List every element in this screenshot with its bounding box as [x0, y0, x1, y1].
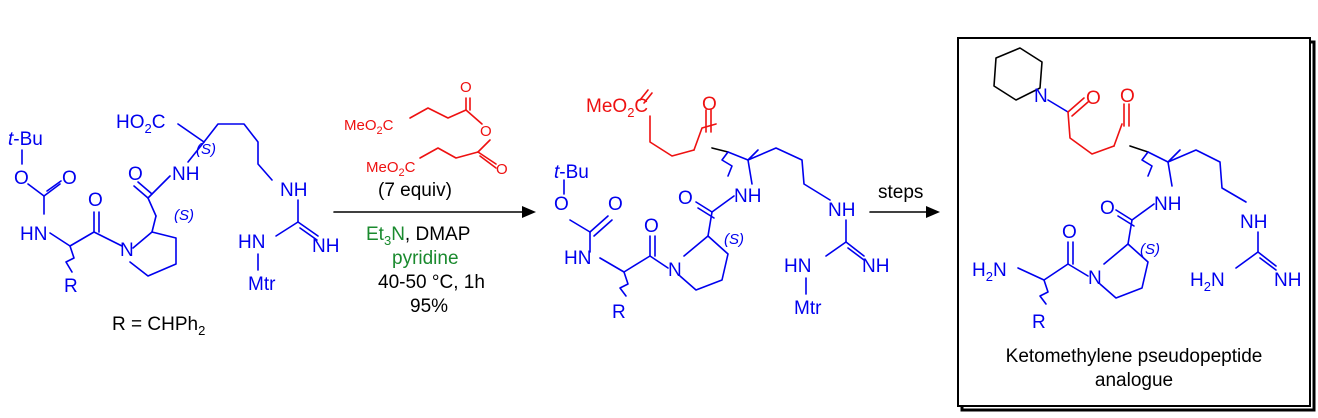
- label-amide-o2: O: [128, 164, 143, 185]
- label-carbonyl-o: O: [62, 168, 77, 189]
- p-mtr: Mtr: [794, 298, 822, 319]
- a-guan-nh2: NH: [1274, 270, 1301, 291]
- reagent-equiv: (7 equiv): [378, 180, 452, 201]
- product: MeO2C O NH NH HN Mtr NH O (S) N O R H: [554, 89, 889, 323]
- p-hn: HN: [564, 248, 591, 269]
- p-ketone-o: O: [702, 94, 717, 115]
- stereo-s1: (S): [174, 207, 194, 224]
- p-amide-o2: O: [644, 216, 659, 237]
- label-mtr: Mtr: [248, 274, 276, 295]
- p-guan-nh: NH: [828, 200, 855, 221]
- analogue-box: N O O NH NH H2N NH O (S) N O R H2N: [957, 37, 1316, 412]
- p-ester-o: O: [554, 194, 569, 215]
- a-stereo-s: (S): [1140, 241, 1160, 258]
- label-guan-nh: NH: [280, 180, 307, 201]
- label-guan-nh2: NH: [312, 236, 339, 257]
- p-carbonyl-o: O: [608, 194, 623, 215]
- p-r: R: [612, 302, 626, 323]
- a-amide-o2: O: [1062, 222, 1077, 243]
- a-pro-n: N: [1088, 268, 1102, 289]
- label-amide-nh: NH: [172, 164, 199, 185]
- reagent-solvent: pyridine: [392, 248, 459, 269]
- starting-material: t-Bu O O HN R O N (S) O NH (S) HO2C NH N…: [8, 112, 339, 338]
- stereo-s2: (S): [196, 141, 216, 158]
- box-caption-line1: Ketomethylene pseudopeptide: [1006, 346, 1263, 367]
- p-meo2c: MeO2C: [586, 96, 648, 120]
- a-amide-o: O: [1100, 198, 1115, 219]
- anhydride-reagent: O MeO2C O O MeO2C: [344, 79, 508, 179]
- anhydride-o-bridge: O: [480, 123, 492, 140]
- reaction-arrow-1: (7 equiv) Et3N, DMAP pyridine 40-50 °C, …: [333, 180, 536, 317]
- arrow2-label: steps: [878, 182, 923, 203]
- p-amide-nh: NH: [734, 186, 761, 207]
- label-tbu: t-Bu: [8, 129, 43, 150]
- a-o2: O: [1120, 86, 1135, 107]
- a-r: R: [1032, 312, 1046, 333]
- reagent-conditions: 40-50 °C, 1h: [378, 272, 485, 293]
- anhydride-meo2c-top: MeO2C: [344, 117, 394, 137]
- label-pro-n: N: [120, 240, 134, 261]
- p-guan-hn: HN: [784, 256, 811, 277]
- p-amide-o: O: [678, 188, 693, 209]
- p-guan-nh2: NH: [862, 256, 889, 277]
- a-pip-n: N: [1034, 86, 1048, 107]
- anhydride-o-top: O: [460, 79, 472, 96]
- p-stereo-s: (S): [724, 231, 744, 248]
- a-o1: O: [1086, 88, 1101, 109]
- reaction-arrow-2: steps: [869, 182, 940, 218]
- a-guan-h2n: H2N: [1190, 270, 1225, 294]
- label-guan-hn: HN: [238, 232, 265, 253]
- label-ester-o: O: [14, 168, 29, 189]
- box-caption-line2: analogue: [1095, 370, 1173, 391]
- label-amide-o: O: [88, 190, 103, 211]
- anhydride-o-bottom: O: [496, 161, 508, 178]
- reagent-base: Et3N, DMAP: [366, 224, 470, 248]
- label-hn: HN: [20, 224, 47, 245]
- reaction-yield: 95%: [410, 296, 448, 317]
- p-tbu: t-Bu: [554, 162, 589, 183]
- anhydride-meo2c-bottom: MeO2C: [366, 159, 416, 179]
- r-definition: R = CHPh2: [112, 314, 205, 338]
- label-r: R: [64, 276, 78, 297]
- label-ho2c: HO2C: [116, 112, 165, 136]
- a-guan-nh: NH: [1240, 212, 1267, 233]
- a-amide-nh: NH: [1154, 194, 1181, 215]
- a-h2n: H2N: [972, 260, 1007, 284]
- p-pro-n: N: [668, 260, 682, 281]
